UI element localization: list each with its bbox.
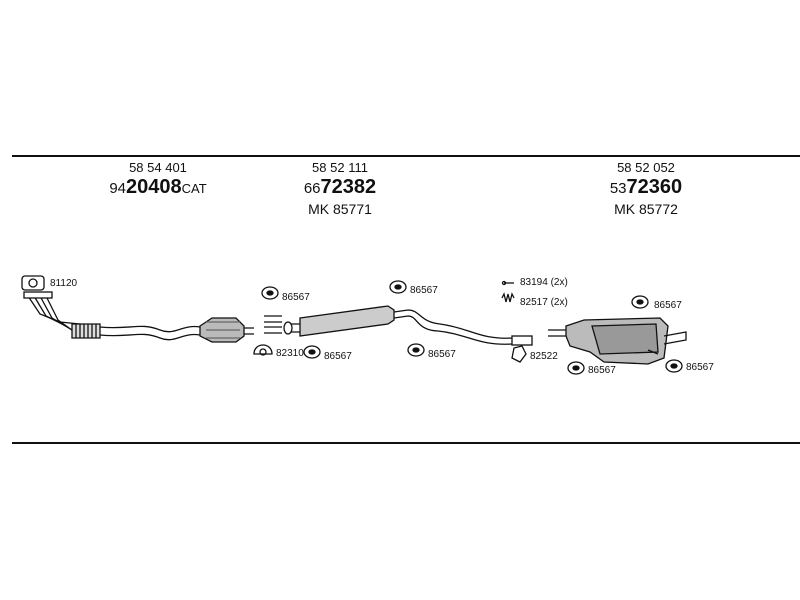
code-main: 72360 — [626, 176, 683, 198]
catalytic-converter-icon — [199, 317, 254, 343]
group-number: 58 52 111 — [312, 160, 368, 175]
group-number: 58 52 052 — [617, 160, 675, 175]
code-prefix: 53 — [609, 180, 627, 197]
part-label: 86567 — [410, 285, 438, 296]
group-code: 6672382 — [240, 176, 440, 200]
group-front-section: 58 54 401 9420408CAT — [58, 160, 258, 200]
part-label: 86567 — [654, 300, 682, 311]
code-prefix: 66 — [303, 180, 321, 197]
part-label: 86567 — [428, 349, 456, 360]
clamp-icon — [253, 315, 282, 356]
part-label: 81120 — [50, 278, 78, 289]
rear-silencer-icon — [548, 317, 687, 365]
code-main: 72382 — [320, 176, 377, 198]
code-main: 20408 — [126, 176, 182, 198]
mounting-kit: MK 85772 — [614, 201, 678, 217]
group-code: 9420408CAT — [58, 176, 258, 200]
mounting-kit: MK 85771 — [308, 201, 372, 217]
part-label: 86567 — [686, 362, 714, 373]
part-label: 86567 — [588, 365, 616, 376]
part-label: 82517 (2x) — [520, 297, 568, 308]
rubber-hanger-icon — [261, 280, 683, 375]
part-label: 82522 — [530, 351, 558, 362]
rear-gasket-icon — [511, 345, 527, 363]
group-code: 5372360 — [546, 176, 746, 200]
middle-silencer-icon — [283, 305, 533, 346]
part-label: 86567 — [324, 351, 352, 362]
top-divider — [12, 155, 800, 157]
part-label: 82310 — [276, 348, 304, 359]
bottom-divider — [12, 442, 800, 444]
gasket-icon — [21, 275, 45, 291]
group-middle-section: 58 52 111 6672382 MK 85771 — [240, 160, 440, 218]
group-number: 58 54 401 — [129, 160, 187, 175]
spring-bolt-icon — [501, 280, 515, 303]
code-prefix: 94 — [109, 180, 126, 197]
code-suffix: CAT — [181, 181, 207, 196]
part-label: 86567 — [282, 292, 310, 303]
front-pipe-icon — [23, 291, 201, 341]
part-label: 83194 (2x) — [520, 277, 568, 288]
group-rear-section: 58 52 052 5372360 MK 85772 — [546, 160, 746, 218]
